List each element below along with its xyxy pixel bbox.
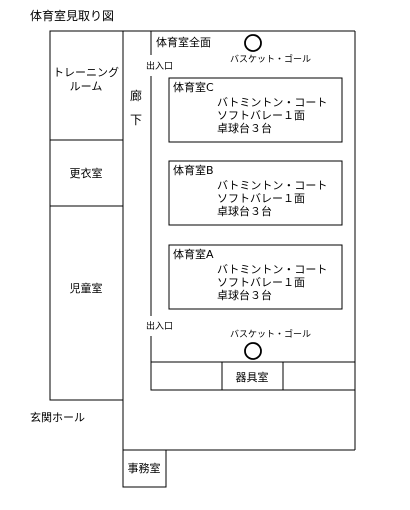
gym-section-a-line-1: バトミントン・コート bbox=[217, 263, 327, 276]
plan-title: 体育室見取り図 bbox=[30, 8, 114, 23]
basket-label-top: バスケット・ゴール bbox=[230, 53, 311, 65]
gym-section-b bbox=[168, 160, 343, 226]
gym-section-b-line-1: バトミントン・コート bbox=[217, 179, 327, 192]
room-training bbox=[49, 30, 124, 141]
room-training-label-2: ルーム bbox=[70, 80, 103, 93]
room-children-label: 児童室 bbox=[70, 281, 103, 295]
corridor-label-1: 廊 bbox=[130, 88, 142, 103]
gym-section-a-name: 体育室A bbox=[173, 247, 214, 261]
gym-section-a bbox=[168, 244, 343, 310]
corridor-label-2: 下 bbox=[130, 113, 142, 127]
room-children bbox=[49, 205, 124, 401]
gym-label: 体育室全面 bbox=[156, 35, 211, 49]
gym-section-c-name: 体育室C bbox=[173, 80, 214, 94]
gym-section-a-line-3: 卓球台３台 bbox=[217, 288, 272, 302]
gym-section-b-line-2: ソフトバレー１面 bbox=[217, 192, 305, 205]
gym-section-c-line-1: バトミントン・コート bbox=[217, 96, 327, 109]
room-equipment bbox=[221, 361, 284, 391]
entrance-bottom-label: 出入口 bbox=[146, 320, 173, 332]
gym-section-a-line-2: ソフトバレー１面 bbox=[217, 276, 305, 289]
room-training-label-1: トレーニング bbox=[53, 65, 119, 79]
gym-section-b-line-3: 卓球台３台 bbox=[217, 204, 272, 218]
entrance-top-label: 出入口 bbox=[146, 60, 173, 72]
room-locker-label: 更衣室 bbox=[70, 166, 103, 180]
entrance-hall-label: 玄関ホール bbox=[30, 410, 85, 424]
basket-label-bottom: バスケット・ゴール bbox=[230, 328, 311, 340]
room-office bbox=[122, 449, 167, 488]
basket-hoop-bottom bbox=[244, 342, 262, 360]
room-office-label: 事務室 bbox=[128, 461, 161, 475]
room-equipment-label: 器具室 bbox=[236, 370, 269, 384]
gym-section-b-name: 体育室B bbox=[173, 163, 214, 177]
gym-section-c-line-3: 卓球台３台 bbox=[217, 121, 272, 135]
basket-hoop-top bbox=[244, 34, 262, 52]
gym-section-c-line-2: ソフトバレー１面 bbox=[217, 109, 305, 122]
gym-section-c bbox=[168, 77, 343, 143]
